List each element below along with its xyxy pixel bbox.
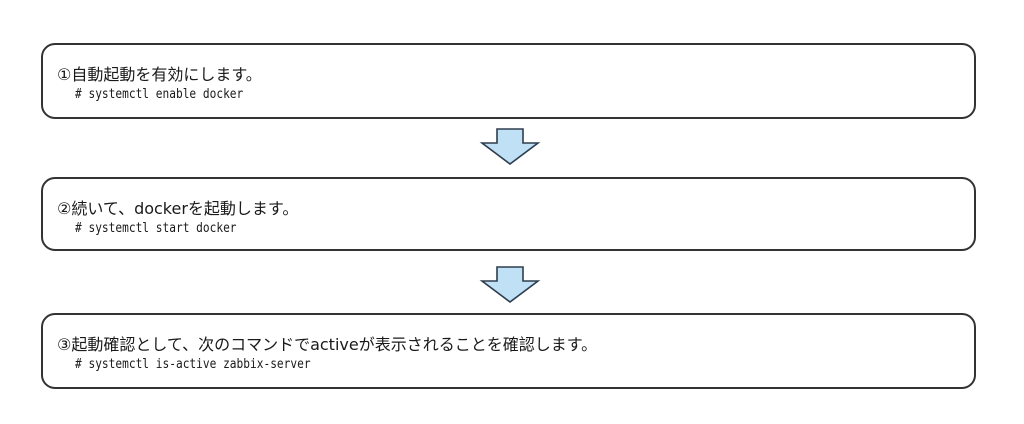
- step-2-description: ②続いて、dockerを起動します。: [57, 199, 299, 218]
- step-box-3: ③起動確認として、次のコマンドでactiveが表示されることを確認します。 # …: [41, 313, 976, 389]
- step-1-description: ①自動起動を有効にします。: [57, 65, 262, 84]
- step-3-description: ③起動確認として、次のコマンドでactiveが表示されることを確認します。: [57, 335, 598, 354]
- step-3-command: # systemctl is-active zabbix-server: [75, 357, 311, 372]
- down-arrow-icon: [479, 128, 541, 165]
- step-box-2: ②続いて、dockerを起動します。 # systemctl start doc…: [41, 177, 976, 251]
- step-box-1: ①自動起動を有効にします。 # systemctl enable docker: [41, 43, 976, 119]
- down-arrow-icon: [479, 266, 541, 303]
- step-2-command: # systemctl start docker: [75, 221, 237, 236]
- step-1-command: # systemctl enable docker: [75, 87, 244, 102]
